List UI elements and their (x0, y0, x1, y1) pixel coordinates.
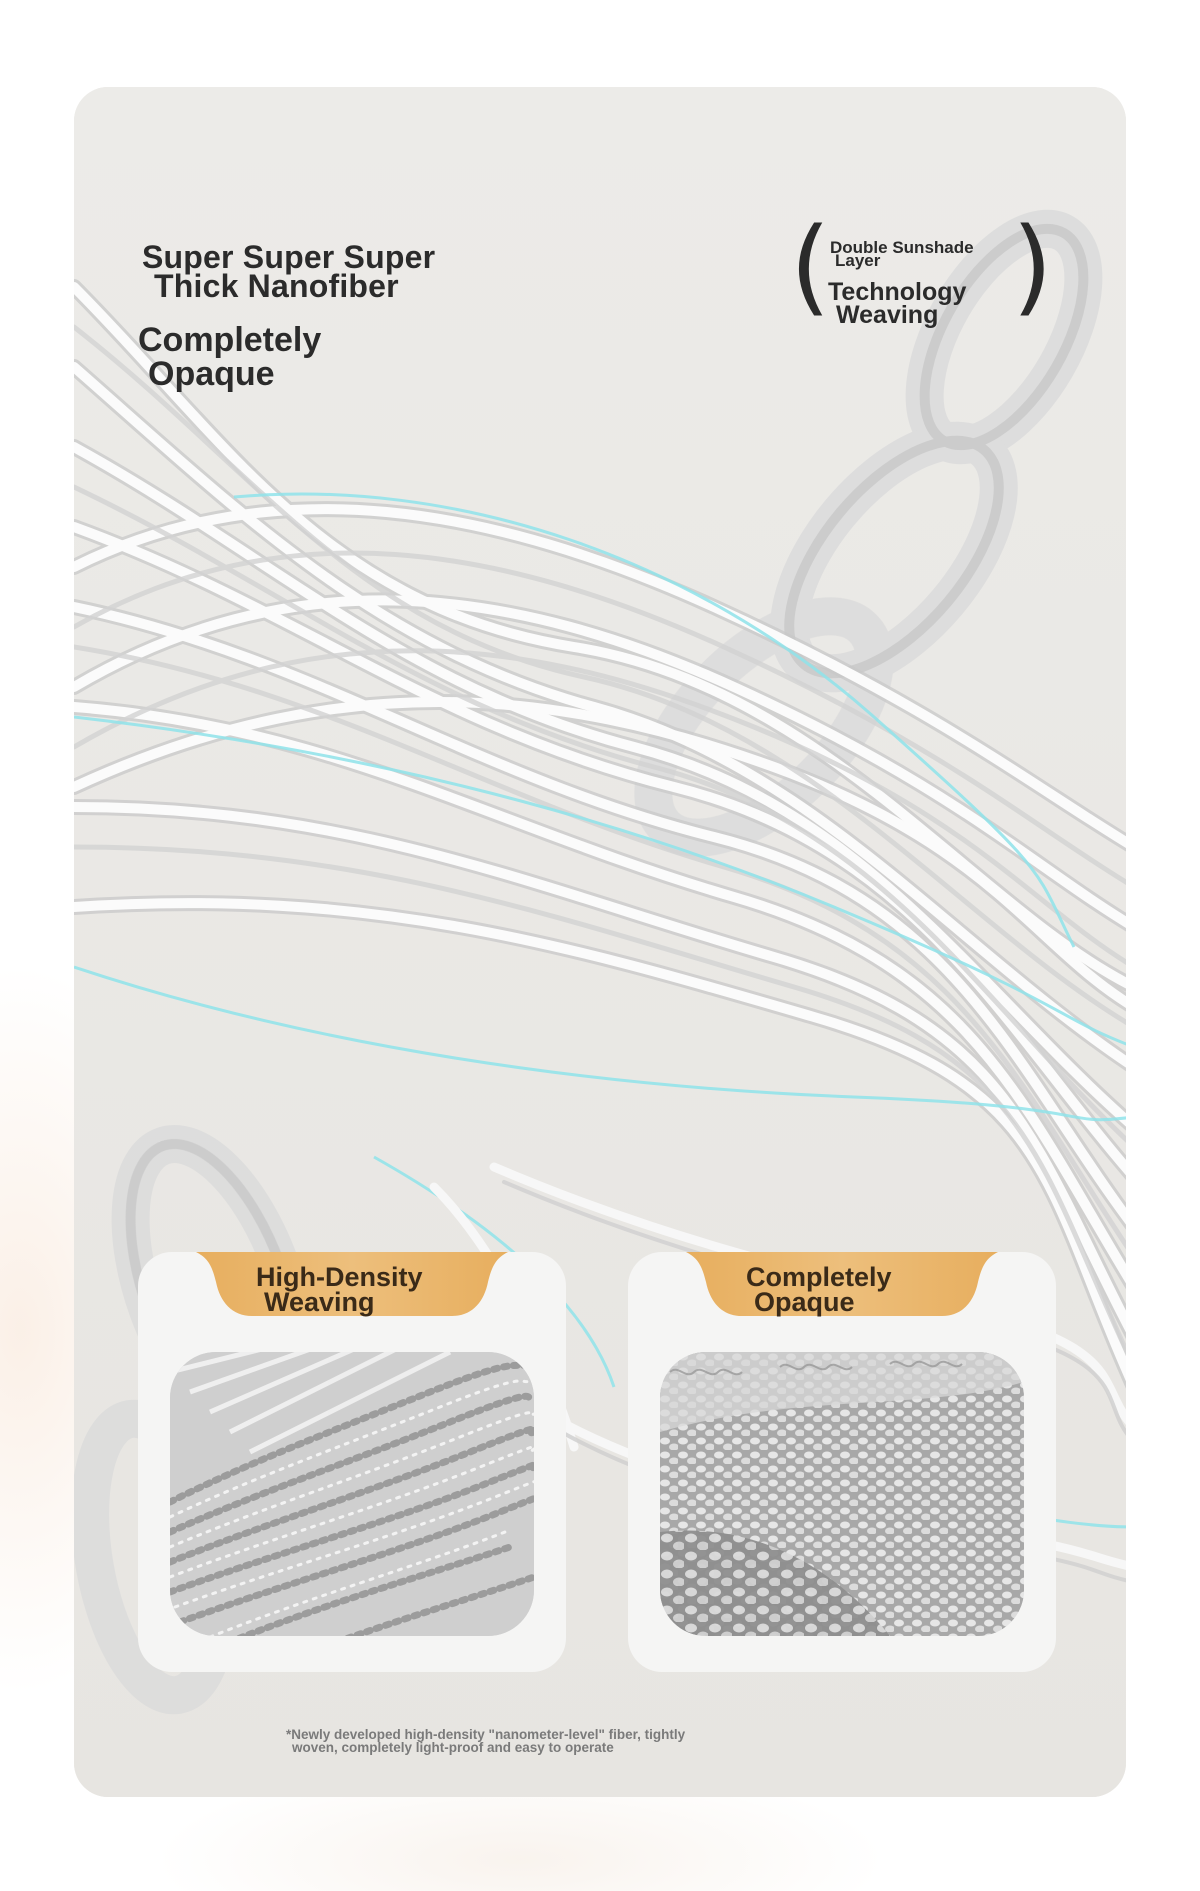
feature-label-line-1: High-Density (256, 1262, 423, 1292)
footnote: *Newly developed high-density "nanometer… (286, 1727, 686, 1755)
dense-fabric-closeup-image (660, 1352, 1024, 1636)
feature-label-line-2: Weaving (264, 1287, 375, 1317)
technology-small-line-2: Layer (835, 251, 881, 270)
headline-line-2: Thick Nanofiber (154, 268, 399, 304)
woven-fiber-closeup-image (170, 1352, 534, 1636)
tab-shape (196, 1252, 508, 1316)
technology-small-text: Double Sunshade Layer (830, 238, 974, 270)
headline-line-1: Super Super Super (142, 239, 436, 275)
feature-tab: Completely Opaque (686, 1252, 998, 1316)
technology-large-line-1: Technology (828, 278, 967, 306)
footnote-line-2: woven, completely light-proof and easy t… (292, 1740, 614, 1755)
subheadline-line-1: Completely (138, 321, 322, 359)
technology-large-text: Technology Weaving (828, 278, 967, 329)
feature-card-high-density: High-Density Weaving (138, 1252, 566, 1672)
feature-label-line-2: Opaque (754, 1287, 855, 1317)
feature-label: Completely Opaque (746, 1262, 892, 1317)
feature-card-completely-opaque: Completely Opaque (628, 1252, 1056, 1672)
subheadline: Completely Opaque (138, 323, 321, 391)
technology-badge: ( ) Double Sunshade Layer Technology Wea… (790, 211, 1053, 339)
footnote-line-1: *Newly developed high-density "nanometer… (286, 1727, 686, 1742)
feature-label-line-1: Completely (746, 1262, 892, 1292)
right-parenthesis-icon: ) (1012, 205, 1053, 327)
technology-large-line-2: Weaving (836, 301, 939, 329)
product-card: Super Super Super Thick Nanofiber Comple… (74, 87, 1126, 1797)
feature-label: High-Density Weaving (256, 1262, 423, 1317)
left-parenthesis-icon: ( (790, 205, 831, 327)
tab-shape (686, 1252, 998, 1316)
headline: Super Super Super Thick Nanofiber (142, 239, 436, 304)
subheadline-line-2: Opaque (148, 355, 275, 393)
technology-small-line-1: Double Sunshade (830, 238, 974, 257)
feature-tab: High-Density Weaving (196, 1252, 508, 1316)
